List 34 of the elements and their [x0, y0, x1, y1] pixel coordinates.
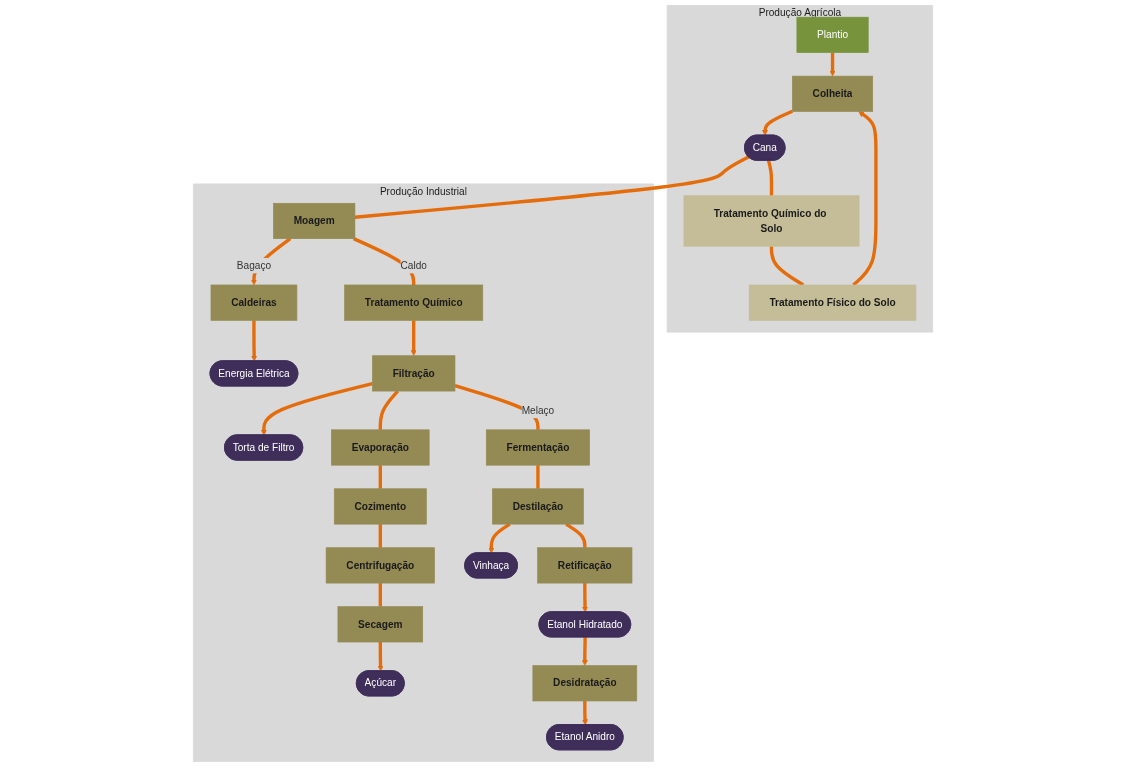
- node-box: Tratamento Físico do Solo: [748, 284, 917, 321]
- node-box: Filtração: [372, 355, 456, 392]
- arrow: [581, 637, 588, 666]
- node-box: Centrifugação: [325, 547, 435, 584]
- arrow: [377, 642, 384, 672]
- arrow: [582, 701, 588, 726]
- edge-label: Melaço: [521, 404, 555, 416]
- node-box: Colheita: [792, 75, 874, 112]
- arrow: [260, 381, 373, 436]
- arrow: [410, 320, 417, 356]
- node-box: Secagem: [337, 606, 424, 643]
- arrow: [582, 583, 588, 613]
- connector: [766, 160, 774, 196]
- node-box: Tratamento Químico do Solo: [683, 195, 860, 247]
- node-box: Fermentação: [485, 429, 590, 466]
- node-box: Retificação: [537, 547, 633, 584]
- connector: [378, 524, 382, 548]
- node-box: Desidratação: [532, 665, 638, 702]
- node-box: Evaporação: [331, 429, 430, 466]
- node-box: Tratamento Químico: [344, 284, 484, 321]
- node-box: Plantio: [796, 16, 869, 53]
- node-box: Destilação: [492, 488, 584, 525]
- node-box: Moagem: [273, 202, 356, 239]
- connector: [378, 465, 382, 489]
- node-box: Caldeiras: [210, 284, 298, 321]
- node-box: Cozimento: [333, 488, 427, 525]
- connector: [354, 155, 750, 219]
- edge-label: Caldo: [400, 259, 427, 271]
- edge-label: Bagaço: [236, 259, 272, 271]
- connector: [378, 583, 382, 607]
- arrow: [829, 52, 836, 77]
- arrow: [251, 320, 258, 362]
- arrow: [762, 109, 794, 136]
- connector: [536, 465, 540, 489]
